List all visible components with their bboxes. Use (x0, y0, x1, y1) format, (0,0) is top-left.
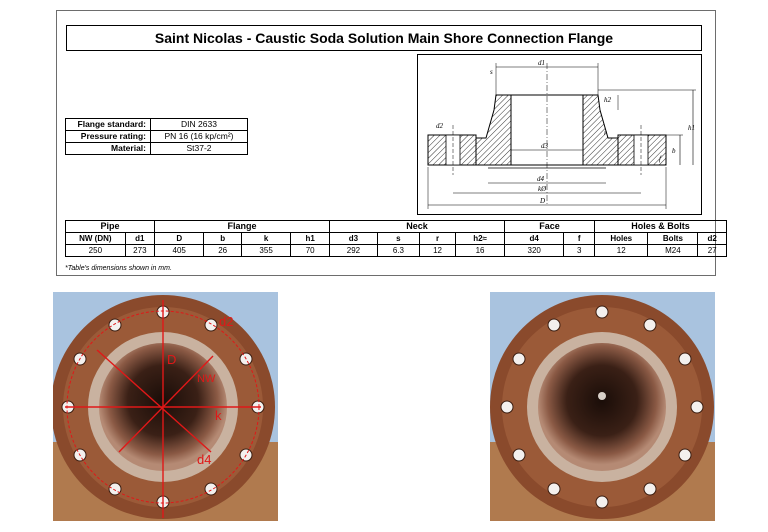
photo-label-NW: NW (197, 373, 216, 385)
table-cell: 27 (697, 244, 727, 257)
column-header: b (203, 232, 242, 245)
flange-hub-right (582, 94, 619, 166)
meta-value: DIN 2633 (150, 118, 248, 131)
column-header-row: NW (DN) d1 D b k h1 d3 s r h2≈ d4 f Hole… (65, 232, 727, 245)
column-header: s (376, 232, 420, 245)
drawing-label-h1: h1 (688, 124, 695, 132)
drawing-label-s: s (490, 68, 493, 76)
meta-value: St37-2 (150, 142, 248, 155)
group-pipe: Pipe (65, 220, 155, 233)
meta-row: Pressure rating: PN 16 (16 kp/cm²) (65, 130, 248, 143)
column-header: d1 (124, 232, 156, 245)
table-cell: 3 (563, 244, 595, 257)
meta-label: Material: (65, 142, 151, 155)
table-footnote: *Table's dimensions shown in mm. (65, 265, 172, 272)
dimensions-table: Pipe Flange Neck Face Holes & Bolts NW (… (65, 220, 727, 257)
flange-spec-table: Flange standard: DIN 2633 Pressure ratin… (65, 118, 248, 155)
meta-row: Flange standard: DIN 2633 (65, 118, 248, 131)
drawing-label-k: kØ (538, 185, 547, 193)
flange-photo (490, 292, 715, 521)
drawing-label-d1: d1 (538, 59, 545, 67)
column-header: Holes (593, 232, 649, 245)
column-header: NW (DN) (65, 232, 126, 245)
table-cell: 12 (593, 244, 649, 257)
flange-cross-section-drawing: d1 s h2 h1 d2 d3 r b f d4 kØ D (417, 54, 702, 215)
table-cell: 26 (203, 244, 242, 257)
table-cell: M24 (647, 244, 699, 257)
spec-sheet (56, 10, 716, 276)
table-cell: 320 (503, 244, 565, 257)
table-row: 250 273 405 26 355 70 292 6.3 12 16 320 … (65, 244, 727, 257)
photo-label-k: k (215, 408, 222, 423)
drawing-label-D: D (539, 197, 545, 205)
column-header: h2≈ (455, 232, 505, 245)
table-cell: 355 (240, 244, 292, 257)
page-title: Saint Nicolas - Caustic Soda Solution Ma… (66, 25, 702, 51)
photo-label-d4: d4 (197, 452, 211, 467)
table-cell: 6.3 (376, 244, 420, 257)
drawing-label-b: b (672, 147, 676, 155)
table-cell: 292 (329, 244, 378, 257)
column-header: d3 (329, 232, 378, 245)
column-header: D (153, 232, 205, 245)
column-header: Bolts (647, 232, 699, 245)
table-cell: 70 (290, 244, 330, 257)
table-cell: 250 (65, 244, 126, 257)
column-header: k (240, 232, 292, 245)
meta-label: Flange standard: (65, 118, 151, 131)
column-header: d2 (697, 232, 727, 245)
annotated-flange-photo: D d2 NW k d4 (53, 292, 278, 521)
drawing-label-d2: d2 (436, 122, 444, 130)
photo-label-d2: d2 (219, 314, 233, 329)
drawing-label-f: f (659, 155, 662, 163)
column-header: h1 (290, 232, 330, 245)
drawing-label-d3: d3 (541, 142, 549, 150)
group-neck: Neck (329, 220, 505, 233)
table-cell: 405 (153, 244, 205, 257)
column-header: d4 (503, 232, 565, 245)
drawing-label-h2: h2 (604, 96, 612, 104)
group-header-row: Pipe Flange Neck Face Holes & Bolts (65, 220, 727, 233)
table-cell: 12 (418, 244, 457, 257)
group-flange: Flange (154, 220, 330, 233)
table-cell: 16 (455, 244, 505, 257)
drawing-label-r: r (604, 129, 607, 137)
meta-label: Pressure rating: (65, 130, 151, 143)
meta-value: PN 16 (16 kp/cm²) (150, 130, 248, 143)
meta-row: Material: St37-2 (65, 142, 248, 155)
table-cell: 273 (124, 244, 156, 257)
group-face: Face (504, 220, 595, 233)
group-holes-bolts: Holes & Bolts (594, 220, 727, 233)
column-header: r (418, 232, 457, 245)
column-header: f (563, 232, 595, 245)
photo-label-D: D (167, 352, 176, 367)
flange-hub-left (475, 94, 512, 166)
drawing-label-d4: d4 (537, 175, 545, 183)
